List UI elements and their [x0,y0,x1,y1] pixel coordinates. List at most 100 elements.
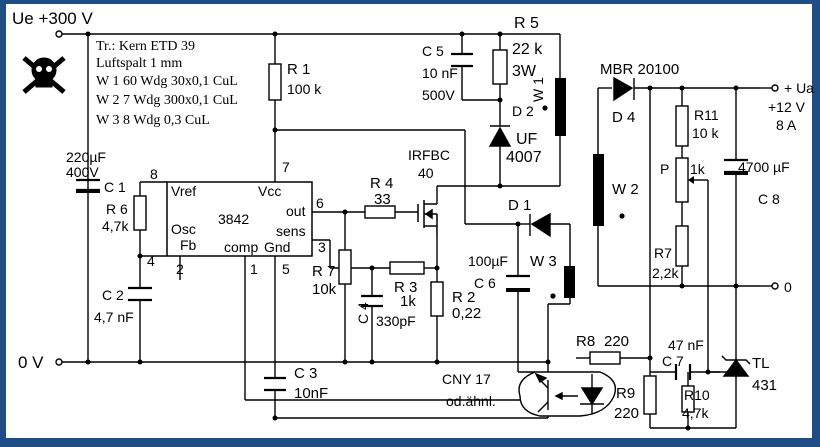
c1-value: 220µF [66,149,106,165]
capacitor-polarity-bars [76,171,748,292]
r6-value: 4,7k [102,218,129,234]
mosfet-irfbc40 [417,200,438,236]
w1-winding [555,78,566,136]
p-name: P [660,161,669,177]
r7-value: 10k [312,281,337,298]
r7-body [338,249,352,285]
w2-label: W 2 [612,181,639,198]
ic-out-label: out [286,203,306,219]
r6-name: R 6 [106,201,128,217]
junction-dots [85,31,739,431]
w3-label: W 3 [530,253,557,270]
r10-body [681,385,695,413]
d4-name: D 4 [612,109,635,126]
ic-name: 3842 [218,211,249,227]
irf-type2: 40 [418,165,434,181]
p-value: 1k [690,161,706,177]
c7-value: 47 nF [668,337,704,353]
d1-diode [530,212,551,238]
transformer-note-line3: W 1 60 Wdg 30x0,1 CuL [96,74,238,89]
c2-name: C 2 [102,287,124,303]
r2-value: 0,22 [452,305,481,322]
r2-body [430,281,444,317]
r9-body [643,375,657,415]
r10-value: 4,7k [682,405,709,421]
ic-pin3: 3 [318,239,326,255]
c2-value: 4,7 nF [94,309,134,325]
ua-amp-label: 8 A [776,117,797,133]
c4-name: C 4 [355,302,371,324]
r8-value: 220 [604,333,629,350]
r4-value: 33 [374,191,391,208]
ic-pin7: 7 [282,159,290,175]
w2-winding [593,154,604,226]
ua-plus-label: + Ua [784,80,814,96]
tl-label1: TL [752,355,770,372]
d2-type1: UF [516,131,538,148]
c7-name: C 7 [662,353,684,369]
r1-body [268,63,282,101]
ua-volt-label: +12 V [768,99,806,115]
w1-label: W 1 [530,77,546,102]
mbr-label: MBR 20100 [600,61,679,78]
d2-name: D 2 [512,103,534,119]
r11-value: 10 k [692,125,719,141]
r7b-body [675,225,689,267]
ic-gnd-label: Gnd [264,239,290,255]
r1-value: 100 k [287,81,322,97]
ic-3842-body [166,181,313,257]
r1-name: R 1 [287,61,310,78]
tl-label2: 431 [752,377,777,394]
d2-type2: 4007 [506,149,542,166]
cny-label2: od.ähnl. [446,393,496,409]
ic-pin6: 6 [316,195,324,211]
r5-value: 22 k [512,41,543,58]
ic-pin5: 5 [282,261,290,277]
c8-name: C 8 [758,191,780,207]
ic-fb-label: Fb [180,237,197,253]
wires [62,33,760,429]
r11-name: R11 [694,107,719,123]
ic-pin1: 1 [250,261,258,277]
ic-vref-label: Vref [171,183,196,199]
c8-value: 4700 µF [738,159,790,175]
ic-comp-label: comp [224,239,258,255]
r2-name: R 2 [452,289,475,306]
c5-name: C 5 [422,43,444,59]
skull-crossbones-icon [22,56,66,94]
r6-body [133,195,147,231]
optocoupler-cny17 [518,371,617,417]
c6-value: 100µF [468,253,508,269]
p-wiper-arrow [688,176,694,184]
r10-name: R10 [684,387,710,403]
terminals [55,30,779,366]
r4-body [364,205,396,219]
r5-name: R 5 [514,15,539,32]
r5-body [492,49,508,85]
irf-type1: IRFBC [408,147,450,163]
c4-value: 330pF [376,313,416,329]
ic-pin4: 4 [147,253,155,269]
c1-name: C 1 [104,179,126,195]
r3-name: R 3 [394,279,417,296]
r9-name: R9 [616,385,635,402]
d2-diode [488,126,512,147]
ic-osc-label: Osc [171,221,196,237]
r9-value: 220 [614,405,639,422]
zero-v-label: 0 V [18,353,44,372]
transformer-note-line1: Tr.: Kern ETD 39 [96,39,195,54]
c3-value: 10nF [294,385,328,402]
tl431-diode [722,358,750,377]
resistor-bodies [133,49,695,415]
transformer-note-line5: W 3 8 Wdg 0,3 CuL [96,113,210,128]
r3-value: 1k [400,293,416,310]
ic-sens-label: sens [276,223,306,239]
r7-name: R 7 [312,263,335,280]
c5-voltage: 500V [422,87,455,103]
d1-name: D 1 [508,197,531,214]
r8-name: R8 [576,333,595,350]
ic-pin2: 2 [176,261,184,277]
r4-name: R 4 [370,175,393,192]
r7b-name: R7 [654,245,672,261]
